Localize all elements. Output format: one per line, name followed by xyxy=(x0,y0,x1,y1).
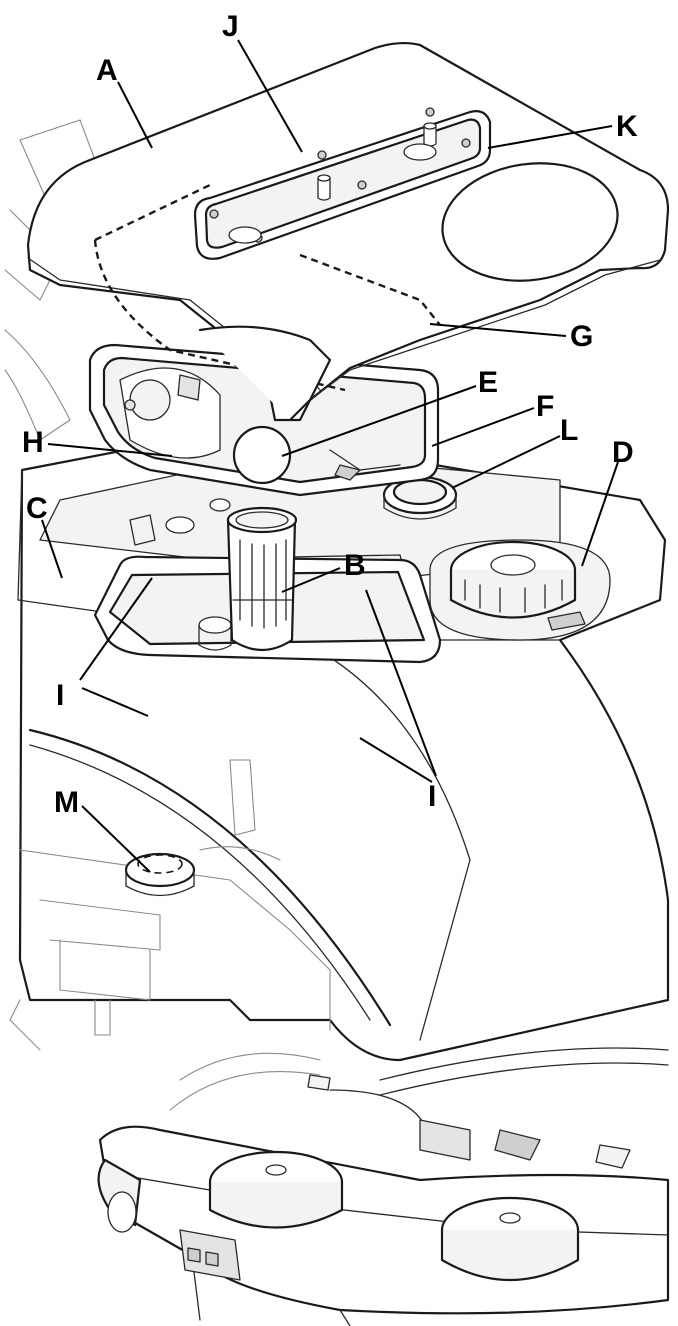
cover-a xyxy=(26,41,670,485)
callout-labels: A B C D E F G H I I J K L M xyxy=(22,10,638,819)
leader-i2a xyxy=(365,589,437,777)
leader-c xyxy=(41,519,63,579)
callout-b: B xyxy=(344,549,366,582)
inspection-panel xyxy=(193,107,492,260)
leader-i2b xyxy=(359,737,433,783)
callout-f: F xyxy=(536,390,554,423)
leader-d xyxy=(581,461,619,567)
filter-b xyxy=(226,506,298,651)
leader-j xyxy=(237,39,303,153)
leader-a xyxy=(117,81,153,149)
callout-j: J xyxy=(222,10,239,43)
callout-g: G xyxy=(570,320,593,353)
leader-h xyxy=(47,443,173,457)
callout-d: D xyxy=(612,436,634,469)
callout-e: E xyxy=(478,366,498,399)
callout-i-right: I xyxy=(428,780,436,813)
brush-deck xyxy=(97,1052,670,1326)
callout-l: L xyxy=(560,414,578,447)
leader-l xyxy=(451,435,561,489)
callout-i-left: I xyxy=(56,679,64,712)
callout-m: M xyxy=(54,786,79,819)
leader-m xyxy=(81,805,151,873)
leader-lines xyxy=(41,39,619,873)
callout-a: A xyxy=(96,54,118,87)
leader-f xyxy=(431,407,535,447)
leader-i1a xyxy=(79,577,153,681)
leader-b xyxy=(281,567,341,593)
leader-e xyxy=(281,385,477,457)
callout-c: C xyxy=(26,492,48,525)
caps xyxy=(124,475,611,897)
callout-h: H xyxy=(22,426,44,459)
leader-k xyxy=(487,125,613,149)
leader-g xyxy=(429,323,567,337)
leader-i1b xyxy=(81,687,149,717)
callout-k: K xyxy=(616,110,638,143)
